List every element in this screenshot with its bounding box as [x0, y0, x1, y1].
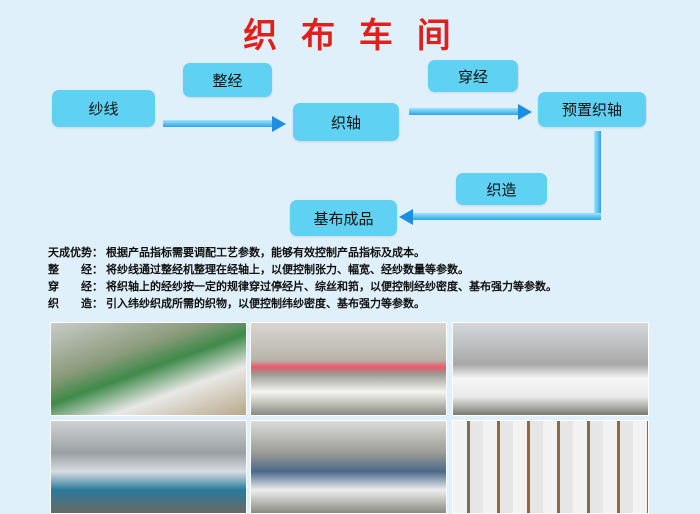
photo-warping-machine [50, 322, 247, 416]
description-item: 穿 经：将织轴上的经纱按一定的规律穿过停经片、综丝和筘，以便控制经纱密度、基布强… [48, 278, 688, 295]
page-title: 织 布 车 间 [243, 16, 457, 56]
step-warping: 整经 [183, 63, 272, 97]
photo-workshop-beams [250, 322, 447, 416]
description-list: 天成优势：根据产品指标需要调配工艺参数，能够有效控制产品指标及成本。 整 经：将… [48, 244, 688, 312]
photo-beam-machine [50, 420, 247, 514]
arrow-3 [412, 213, 601, 220]
photo-yarn-bobbins [452, 322, 649, 416]
description-item: 天成优势：根据产品指标需要调配工艺参数，能够有效控制产品指标及成本。 [48, 244, 688, 261]
description-text: 引入纬纱织成所需的织物，以便控制纬纱密度、基布强力等参数。 [106, 297, 425, 310]
arrow-1 [163, 120, 273, 127]
step-drawing-in: 穿经 [428, 60, 518, 92]
node-preset-beam: 预置织轴 [538, 92, 646, 127]
arrow-2-head [518, 104, 532, 120]
description-label: 天成优势： [48, 246, 103, 259]
description-text: 将织轴上的经纱按一定的规律穿过停经片、综丝和筘，以便控制经纱密度、基布强力等参数… [106, 280, 557, 293]
photo-looms [250, 420, 447, 514]
node-yarn: 纱线 [52, 90, 155, 127]
photo-creel [452, 420, 649, 514]
arrow-1-head [272, 116, 286, 132]
arrow-2 [409, 108, 519, 115]
arrow-3-vertical [594, 131, 601, 220]
description-label: 织 造： [48, 297, 103, 310]
arrow-3-head [399, 209, 413, 225]
description-item: 织 造：引入纬纱织成所需的织物，以便控制纬纱密度、基布强力等参数。 [48, 295, 688, 312]
node-loom-beam: 织轴 [293, 103, 399, 141]
node-finished-fabric: 基布成品 [290, 200, 397, 236]
description-label: 整 经： [48, 263, 103, 276]
description-text: 根据产品指标需要调配工艺参数，能够有效控制产品指标及成本。 [106, 246, 425, 259]
description-item: 整 经：将纱线通过整经机整理在经轴上，以便控制张力、幅宽、经纱数量等参数。 [48, 261, 688, 278]
description-label: 穿 经： [48, 280, 103, 293]
step-weaving: 织造 [456, 173, 547, 205]
description-text: 将纱线通过整经机整理在经轴上，以便控制张力、幅宽、经纱数量等参数。 [106, 263, 469, 276]
